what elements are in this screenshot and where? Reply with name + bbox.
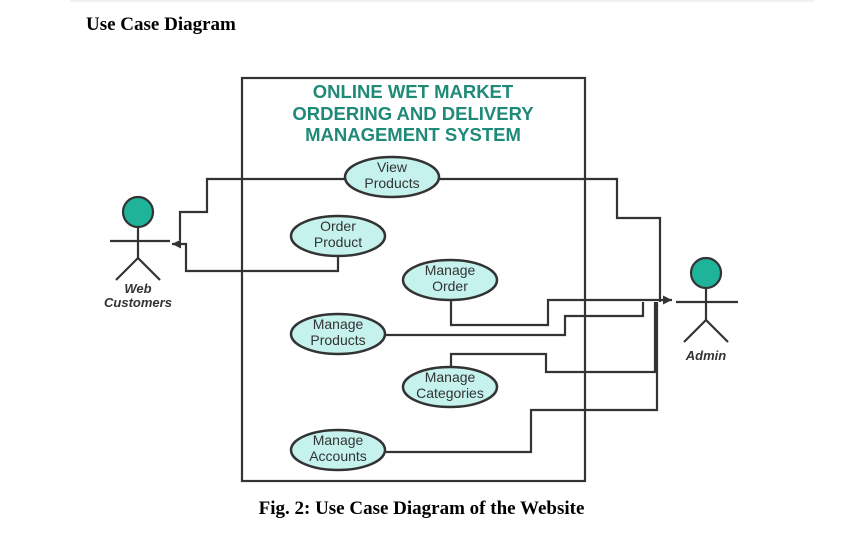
connector-manage-accounts-admin [386,302,659,454]
connector-manage-order-admin [449,295,672,327]
connector-manage-products-admin [386,302,645,337]
connector-order-product-customer [172,239,340,273]
use-case-label: Product [314,234,362,250]
actor-body [676,288,738,343]
actor-label: Web [124,281,151,296]
actor-body [110,227,170,281]
use-case-order-product: Order Product [289,214,387,258]
actor-web-customers: Web Customers [104,195,172,310]
use-case-label: Products [310,332,365,348]
use-case-manage-products: Manage Products [289,312,387,356]
connector-view-products-admin [438,177,662,302]
use-case-manage-accounts: Manage Accounts [289,428,387,472]
use-case-label: Manage [313,316,364,332]
use-case-label: View [377,159,408,175]
use-case-label: Categories [416,385,484,401]
figure-caption: Fig. 2: Use Case Diagram of the Website [258,498,585,519]
system-title-line-2: ORDERING AND DELIVERY [292,103,534,124]
top-divider [70,0,815,2]
connector-manage-categories-admin [449,302,657,374]
system-title-line-3: MANAGEMENT SYSTEM [305,124,521,145]
system-boundary [240,76,587,483]
connector-view-products-customer [178,177,346,240]
use-case-label: Manage [425,369,476,385]
use-case-label: Products [364,175,419,191]
use-case-label: Manage [425,262,476,278]
actor-label: Admin [685,348,727,363]
use-case-manage-order: Manage Order [401,258,499,302]
actor-head [121,195,155,229]
actor-label: Customers [104,295,172,310]
use-case-label: Order [432,278,468,294]
actor-head [689,256,723,290]
system-title-line-1: ONLINE WET MARKET [313,81,514,102]
use-case-label: Accounts [309,448,367,464]
use-case-label: Order [320,218,356,234]
section-heading: Use Case Diagram [86,14,236,35]
use-case-view-products: View Products [343,155,441,199]
actor-admin: Admin [676,256,738,363]
use-case-label: Manage [313,432,364,448]
use-case-manage-categories: Manage Categories [401,365,499,409]
